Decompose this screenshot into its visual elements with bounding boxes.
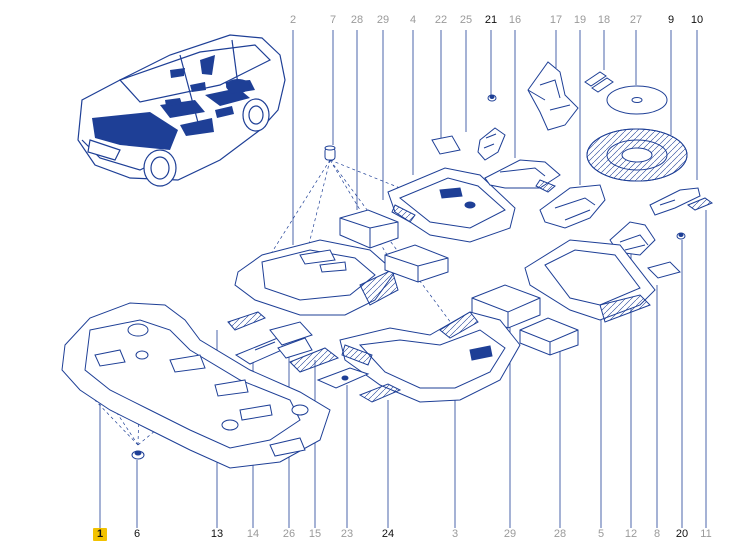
callout-7[interactable]: 7 bbox=[329, 14, 337, 26]
callout-1-selected[interactable]: 1 bbox=[93, 528, 107, 541]
callout-16[interactable]: 16 bbox=[508, 14, 522, 26]
callout-28-top[interactable]: 28 bbox=[350, 14, 364, 26]
pad-28-upper[interactable] bbox=[339, 209, 399, 249]
callout-20[interactable]: 20 bbox=[675, 528, 689, 540]
trim-insulator-17[interactable] bbox=[527, 61, 579, 131]
callout-17[interactable]: 17 bbox=[549, 14, 563, 26]
callout-22[interactable]: 22 bbox=[434, 14, 448, 26]
pad-13[interactable] bbox=[227, 311, 266, 331]
vehicle-insulation-highlight bbox=[92, 55, 255, 150]
callout-26[interactable]: 26 bbox=[282, 528, 296, 540]
pad-15[interactable] bbox=[289, 347, 340, 373]
vehicle-thumbnail bbox=[77, 34, 286, 187]
callout-13[interactable]: 13 bbox=[210, 528, 224, 540]
callout-21[interactable]: 21 bbox=[484, 14, 498, 26]
callout-28-bottom[interactable]: 28 bbox=[553, 528, 567, 540]
spare-wheel-insulator-9[interactable] bbox=[586, 128, 688, 182]
callout-12[interactable]: 12 bbox=[624, 528, 638, 540]
fastener-6[interactable] bbox=[131, 450, 145, 460]
callout-19[interactable]: 19 bbox=[573, 14, 587, 26]
pad-10[interactable] bbox=[649, 187, 701, 216]
callout-15[interactable]: 15 bbox=[308, 528, 322, 540]
callout-27[interactable]: 27 bbox=[629, 14, 643, 26]
callout-18[interactable]: 18 bbox=[597, 14, 611, 26]
trim-insulator-16[interactable] bbox=[484, 159, 561, 193]
rear-floor-insulation[interactable] bbox=[387, 167, 516, 243]
callout-2[interactable]: 2 bbox=[289, 14, 297, 26]
callout-8[interactable]: 8 bbox=[653, 528, 661, 540]
front-floor-insulation[interactable] bbox=[234, 239, 399, 316]
fastener-20[interactable] bbox=[676, 232, 686, 240]
callout-24[interactable]: 24 bbox=[381, 528, 395, 540]
trunk-floor-insulation[interactable] bbox=[524, 239, 656, 323]
bracket-25[interactable] bbox=[477, 127, 506, 161]
callout-25[interactable]: 25 bbox=[459, 14, 473, 26]
trim-insulator-19[interactable] bbox=[539, 184, 606, 229]
callout-3[interactable]: 3 bbox=[451, 528, 459, 540]
pad-22[interactable] bbox=[431, 135, 461, 155]
callout-6[interactable]: 6 bbox=[133, 528, 141, 540]
pad-24[interactable] bbox=[358, 383, 402, 403]
pad-28-lower[interactable] bbox=[519, 317, 579, 356]
disc-27[interactable] bbox=[606, 85, 668, 115]
pad-11[interactable] bbox=[686, 197, 714, 211]
pad-8[interactable] bbox=[647, 261, 681, 279]
callout-4[interactable]: 4 bbox=[409, 14, 417, 26]
fastener-7[interactable] bbox=[324, 145, 336, 161]
callout-10[interactable]: 10 bbox=[690, 14, 704, 26]
pad-29-upper[interactable] bbox=[384, 244, 449, 283]
pad-23[interactable] bbox=[316, 367, 370, 389]
middle-floor-insulation[interactable] bbox=[339, 311, 521, 403]
callout-11[interactable]: 11 bbox=[700, 528, 712, 540]
underbody-shield[interactable] bbox=[61, 302, 331, 469]
callout-14[interactable]: 14 bbox=[246, 528, 260, 540]
callout-5[interactable]: 5 bbox=[597, 528, 605, 540]
callout-23[interactable]: 23 bbox=[340, 528, 354, 540]
pad-26[interactable] bbox=[269, 321, 313, 359]
fastener-21[interactable] bbox=[487, 94, 497, 102]
callout-9[interactable]: 9 bbox=[667, 14, 675, 26]
clip-pads-18[interactable] bbox=[584, 71, 614, 93]
callout-29-bottom[interactable]: 29 bbox=[503, 528, 517, 540]
callout-29-top[interactable]: 29 bbox=[376, 14, 390, 26]
